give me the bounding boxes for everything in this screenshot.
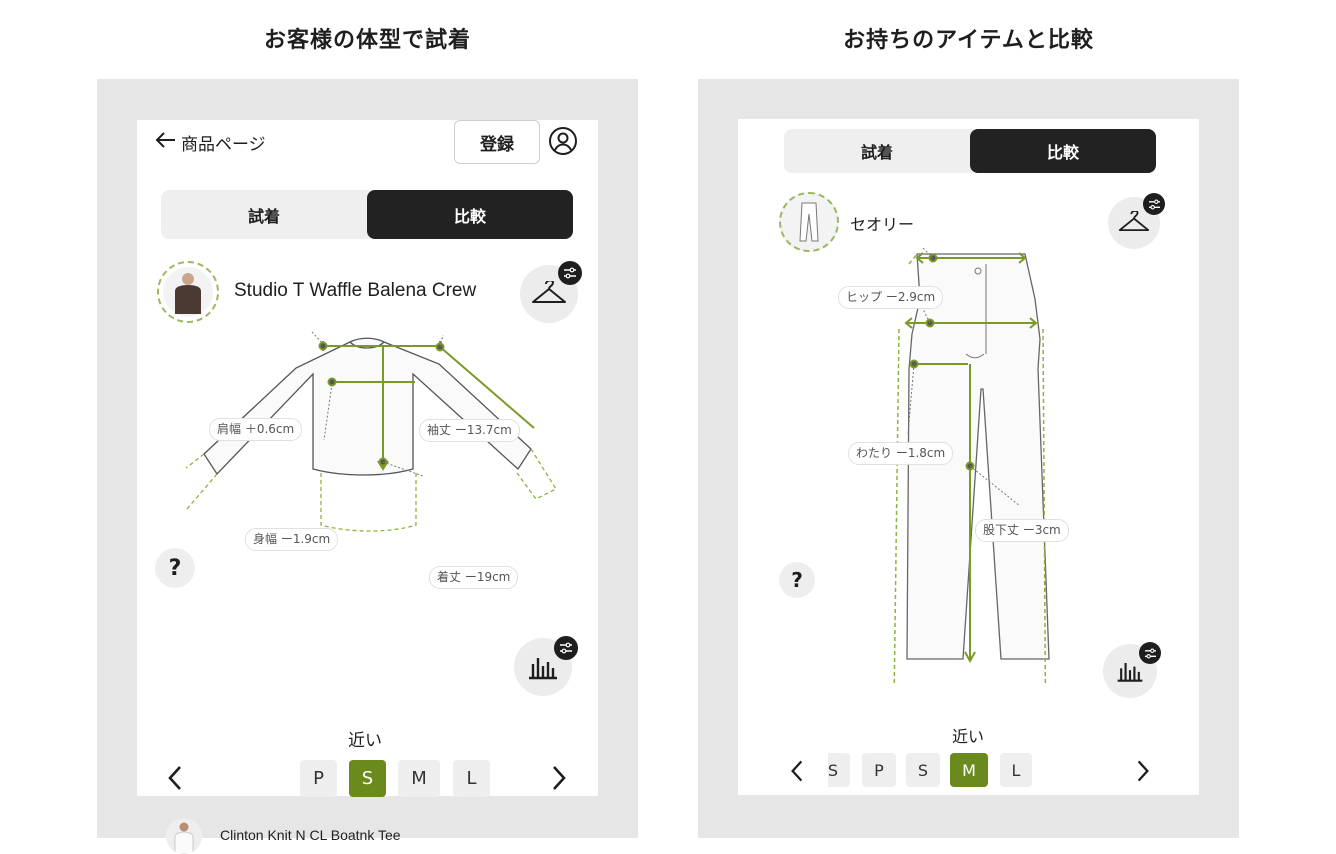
size-prev-button[interactable] xyxy=(167,765,183,795)
chevron-left-icon xyxy=(168,766,181,790)
right-frame: 試着 比較 セオリー xyxy=(698,79,1239,838)
sliders-icon xyxy=(564,267,576,279)
length-measure-label: 着丈 ー19cm xyxy=(429,566,519,589)
right-heading: お持ちのアイテムと比較 xyxy=(843,28,1094,53)
sleeve-measure-label: 袖丈 ー13.7cm xyxy=(419,419,520,442)
size-option-s[interactable]: S xyxy=(349,760,386,797)
sliders-icon xyxy=(560,642,572,654)
shirt-diagram xyxy=(185,331,557,532)
arrow-left-icon xyxy=(155,131,177,154)
tab-compare[interactable]: 比較 xyxy=(367,190,573,239)
shoulder-measure-label: 肩幅 ＋0.6cm xyxy=(209,418,303,441)
product-thumbnail[interactable] xyxy=(157,261,219,323)
hanger-icon xyxy=(1118,211,1150,231)
help-button[interactable]: ? xyxy=(779,562,815,598)
tab-try-on[interactable]: 試着 xyxy=(860,143,893,162)
pants-diagram xyxy=(893,247,1050,684)
help-button[interactable]: ? xyxy=(155,548,195,588)
sliders-icon xyxy=(1148,199,1160,209)
size-option-s[interactable]: S xyxy=(906,753,940,787)
right-phone-screen: 試着 比較 セオリー xyxy=(738,119,1199,795)
shirt-outline xyxy=(203,337,532,476)
thigh-measure-label: わたり ー1.8cm xyxy=(848,442,954,465)
chevron-right-icon xyxy=(553,766,566,790)
size-option-p[interactable]: P xyxy=(862,753,896,787)
chevron-right-icon xyxy=(1137,760,1149,782)
account-icon[interactable] xyxy=(548,126,578,160)
chevron-left-icon xyxy=(791,760,803,782)
sweater-photo-icon xyxy=(163,267,213,317)
left-frame: 商品ページ 登録 試着 比較 Studio T Waffle Balena Cr… xyxy=(97,79,638,854)
callout-lines xyxy=(311,331,444,477)
shirt-proposed-outline xyxy=(185,448,557,532)
register-button[interactable]: 登録 xyxy=(454,120,540,164)
compare-item-thumbnail[interactable] xyxy=(166,818,202,854)
pants-icon xyxy=(799,202,819,242)
hip-measure-label: ヒップ ー2.9cm xyxy=(838,286,944,309)
compare-item-name: Clinton Knit N CL Boatnk Tee xyxy=(220,827,401,843)
pants-measure-lines xyxy=(904,252,1038,664)
size-scroll-clip: S xyxy=(828,753,850,787)
tab-compare[interactable]: 比較 xyxy=(970,129,1156,173)
size-prev-button[interactable] xyxy=(790,759,804,787)
sliders-icon xyxy=(1144,648,1156,658)
size-chart-settings-badge[interactable] xyxy=(554,636,578,660)
left-phone-screen: 商品ページ 登録 試着 比較 Studio T Waffle Balena Cr… xyxy=(137,120,598,854)
inseam-measure-label: 股下丈 ー3cm xyxy=(975,519,1069,542)
chest-measure-label: 身幅 ー1.9cm xyxy=(245,528,339,551)
tab-switcher: 試着 比較 xyxy=(161,190,573,239)
closet-settings-badge[interactable] xyxy=(1143,193,1165,215)
owned-item-thumbnail[interactable] xyxy=(779,192,839,252)
size-option-m[interactable]: M xyxy=(950,753,988,787)
back-link-label: 商品ページ xyxy=(181,134,266,155)
pants-outline xyxy=(906,253,1050,660)
size-option-l[interactable]: L xyxy=(1000,753,1032,787)
left-heading: お客様の体型で試着 xyxy=(263,28,471,53)
size-next-button[interactable] xyxy=(1136,759,1150,787)
owned-item-brand: セオリー xyxy=(850,215,915,234)
size-option-m[interactable]: M xyxy=(398,760,440,797)
fit-label: 近い xyxy=(952,727,985,746)
product-name: Studio T Waffle Balena Crew xyxy=(234,280,477,301)
size-option-p[interactable]: P xyxy=(300,760,337,797)
size-chart-settings-badge[interactable] xyxy=(1139,642,1161,664)
size-option-l[interactable]: L xyxy=(453,760,490,797)
hanger-icon xyxy=(532,281,566,303)
closet-settings-badge[interactable] xyxy=(558,261,582,285)
pants-proposed-outline xyxy=(893,253,1047,684)
size-next-button[interactable] xyxy=(551,765,567,795)
back-link[interactable]: 商品ページ xyxy=(155,130,266,155)
person-photo-icon xyxy=(174,822,194,854)
size-option-s-partial[interactable]: S xyxy=(828,753,850,787)
tab-switcher: 試着 比較 xyxy=(784,129,1156,173)
bar-chart-icon xyxy=(529,658,557,680)
fit-label: 近い xyxy=(348,731,382,751)
bar-chart-icon xyxy=(1117,663,1143,682)
tab-try-on[interactable]: 試着 xyxy=(247,206,280,226)
